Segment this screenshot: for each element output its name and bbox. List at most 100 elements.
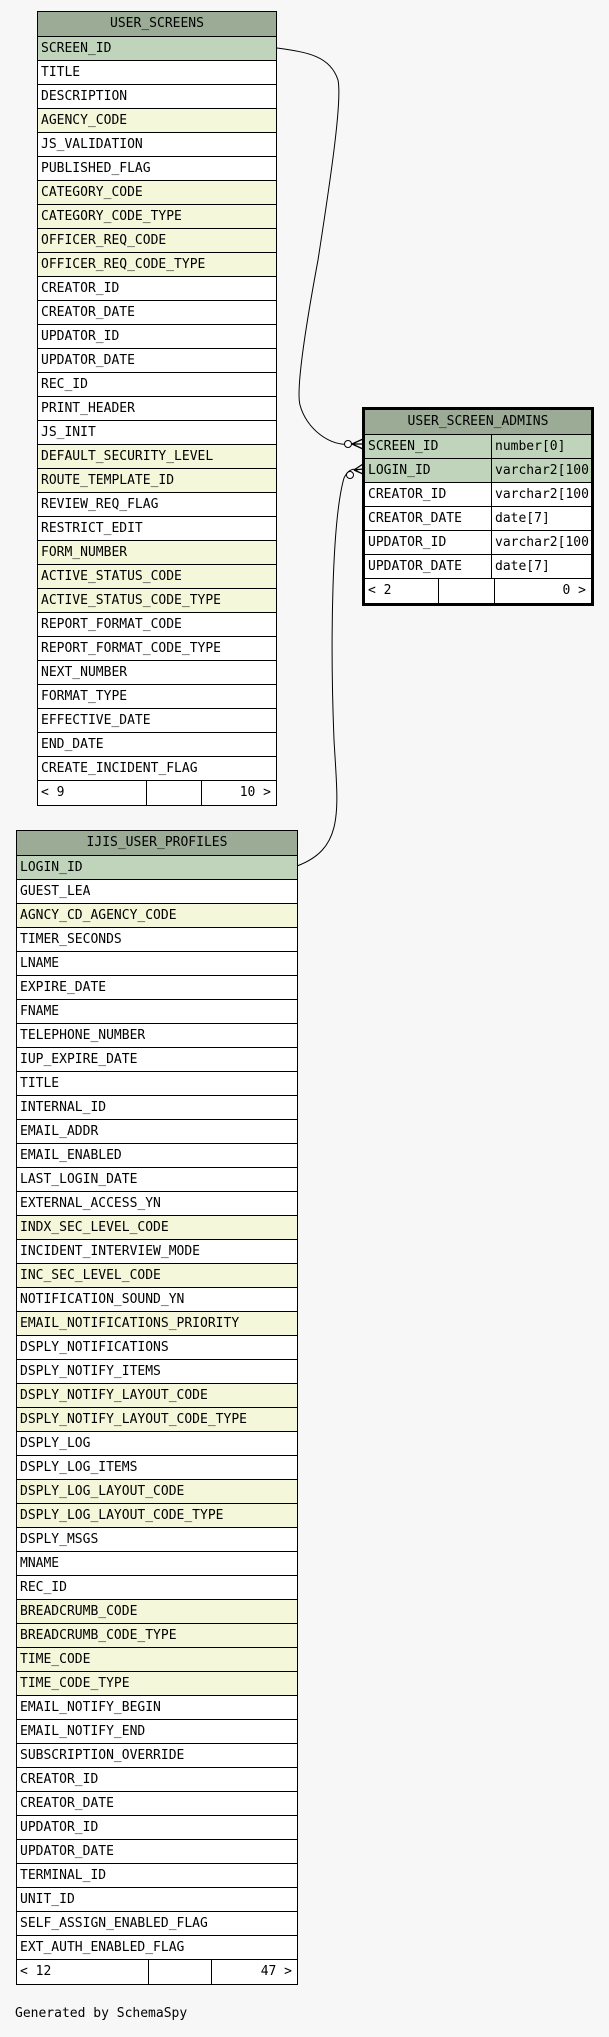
- column-row[interactable]: AGENCY_CODE: [38, 109, 276, 133]
- column-row[interactable]: CREATOR_ID: [38, 277, 276, 301]
- column-row[interactable]: EMAIL_NOTIFY_BEGIN: [17, 1696, 297, 1720]
- column-row[interactable]: PUBLISHED_FLAG: [38, 157, 276, 181]
- column-row[interactable]: FORM_NUMBER: [38, 541, 276, 565]
- column-row[interactable]: DESCRIPTION: [38, 85, 276, 109]
- column-row[interactable]: LAST_LOGIN_DATE: [17, 1168, 297, 1192]
- column-row[interactable]: OFFICER_REQ_CODE_TYPE: [38, 253, 276, 277]
- column-row[interactable]: ACTIVE_STATUS_CODE: [38, 565, 276, 589]
- column-row[interactable]: UPDATOR_DATE: [17, 1840, 297, 1864]
- crowfoot-marker-screen-id: [351, 438, 364, 450]
- column-row[interactable]: DEFAULT_SECURITY_LEVEL: [38, 445, 276, 469]
- column-row[interactable]: EXTERNAL_ACCESS_YN: [17, 1192, 297, 1216]
- column-row[interactable]: DSPLY_NOTIFY_LAYOUT_CODE_TYPE: [17, 1408, 297, 1432]
- column-row[interactable]: PRINT_HEADER: [38, 397, 276, 421]
- column-row[interactable]: LOGIN_ID: [17, 856, 297, 880]
- column-row[interactable]: CATEGORY_CODE_TYPE: [38, 205, 276, 229]
- column-row[interactable]: DSPLY_NOTIFY_LAYOUT_CODE: [17, 1384, 297, 1408]
- column-row[interactable]: INDX_SEC_LEVEL_CODE: [17, 1216, 297, 1240]
- column-row[interactable]: CREATE_INCIDENT_FLAG: [38, 757, 276, 781]
- column-row[interactable]: JS_INIT: [38, 421, 276, 445]
- column-row[interactable]: MNAME: [17, 1552, 297, 1576]
- column-name: INC_SEC_LEVEL_CODE: [20, 1268, 161, 1283]
- column-row[interactable]: RESTRICT_EDIT: [38, 517, 276, 541]
- column-row[interactable]: SELF_ASSIGN_ENABLED_FLAG: [17, 1912, 297, 1936]
- column-name: ACTIVE_STATUS_CODE_TYPE: [41, 593, 222, 608]
- child-count[interactable]: 47 >: [260, 1964, 292, 1979]
- column-row[interactable]: TIME_CODE: [17, 1648, 297, 1672]
- column-row[interactable]: FNAME: [17, 1000, 297, 1024]
- column-row[interactable]: NOTIFICATION_SOUND_YN: [17, 1288, 297, 1312]
- column-row[interactable]: NEXT_NUMBER: [38, 661, 276, 685]
- column-row[interactable]: TITLE: [17, 1072, 297, 1096]
- column-row[interactable]: TIME_CODE_TYPE: [17, 1672, 297, 1696]
- column-name: UPDATOR_DATE: [41, 353, 135, 368]
- column-row[interactable]: UNIT_ID: [17, 1888, 297, 1912]
- column-row[interactable]: BREADCRUMB_CODE_TYPE: [17, 1624, 297, 1648]
- column-row[interactable]: CREATOR_ID: [17, 1768, 297, 1792]
- parent-count[interactable]: < 9: [41, 785, 65, 800]
- column-row[interactable]: DSPLY_LOG_LAYOUT_CODE: [17, 1480, 297, 1504]
- column-row[interactable]: CREATOR_DATE: [17, 1792, 297, 1816]
- column-row[interactable]: EXT_AUTH_ENABLED_FLAG: [17, 1936, 297, 1960]
- column-row[interactable]: BREADCRUMB_CODE: [17, 1600, 297, 1624]
- parent-count[interactable]: < 12: [20, 1964, 52, 1979]
- column-row[interactable]: EXPIRE_DATE: [17, 976, 297, 1000]
- child-count[interactable]: 10 >: [239, 785, 271, 800]
- column-row[interactable]: TERMINAL_ID: [17, 1864, 297, 1888]
- column-row[interactable]: TELEPHONE_NUMBER: [17, 1024, 297, 1048]
- column-row[interactable]: UPDATOR_DATE: [38, 349, 276, 373]
- column-row[interactable]: EMAIL_NOTIFICATIONS_PRIORITY: [17, 1312, 297, 1336]
- column-row[interactable]: DSPLY_NOTIFY_ITEMS: [17, 1360, 297, 1384]
- column-row[interactable]: JS_VALIDATION: [38, 133, 276, 157]
- column-row[interactable]: EFFECTIVE_DATE: [38, 709, 276, 733]
- column-row[interactable]: LNAME: [17, 952, 297, 976]
- column-name: DSPLY_NOTIFY_ITEMS: [20, 1364, 161, 1379]
- column-row[interactable]: AGNCY_CD_AGENCY_CODE: [17, 904, 297, 928]
- column-name: DSPLY_LOG_LAYOUT_CODE_TYPE: [20, 1508, 224, 1523]
- column-row[interactable]: SCREEN_ID: [38, 37, 276, 61]
- column-row[interactable]: ACTIVE_STATUS_CODE_TYPE: [38, 589, 276, 613]
- column-row[interactable]: CREATOR_DATE: [38, 301, 276, 325]
- column-row[interactable]: OFFICER_REQ_CODE: [38, 229, 276, 253]
- column-row[interactable]: DSPLY_LOG_LAYOUT_CODE_TYPE: [17, 1504, 297, 1528]
- column-row[interactable]: REC_ID: [38, 373, 276, 397]
- parent-count[interactable]: < 2: [368, 583, 392, 598]
- column-row[interactable]: INCIDENT_INTERVIEW_MODE: [17, 1240, 297, 1264]
- column-row[interactable]: UPDATOR_ID: [38, 325, 276, 349]
- column-row[interactable]: REVIEW_REQ_FLAG: [38, 493, 276, 517]
- column-row[interactable]: GUEST_LEA: [17, 880, 297, 904]
- column-row[interactable]: REPORT_FORMAT_CODE_TYPE: [38, 637, 276, 661]
- column-row[interactable]: REPORT_FORMAT_CODE: [38, 613, 276, 637]
- column-row[interactable]: REC_ID: [17, 1576, 297, 1600]
- column-row[interactable]: UPDATOR_ID: [17, 1816, 297, 1840]
- child-count[interactable]: 0 >: [562, 583, 586, 598]
- column-row[interactable]: IUP_EXPIRE_DATE: [17, 1048, 297, 1072]
- column-row[interactable]: TITLE: [38, 61, 276, 85]
- column-row[interactable]: SUBSCRIPTION_OVERRIDE: [17, 1744, 297, 1768]
- column-row[interactable]: INTERNAL_ID: [17, 1096, 297, 1120]
- column-row[interactable]: CATEGORY_CODE: [38, 181, 276, 205]
- column-row[interactable]: FORMAT_TYPE: [38, 685, 276, 709]
- column-row[interactable]: INC_SEC_LEVEL_CODE: [17, 1264, 297, 1288]
- column-row[interactable]: END_DATE: [38, 733, 276, 757]
- column-row[interactable]: DSPLY_NOTIFICATIONS: [17, 1336, 297, 1360]
- column-row[interactable]: TIMER_SECONDS: [17, 928, 297, 952]
- column-row[interactable]: DSPLY_LOG: [17, 1432, 297, 1456]
- column-row[interactable]: ROUTE_TEMPLATE_ID: [38, 469, 276, 493]
- column-row[interactable]: EMAIL_NOTIFY_END: [17, 1720, 297, 1744]
- column-row[interactable]: EMAIL_ADDR: [17, 1120, 297, 1144]
- column-row[interactable]: DSPLY_LOG_ITEMS: [17, 1456, 297, 1480]
- column-row[interactable]: EMAIL_ENABLED: [17, 1144, 297, 1168]
- column-row[interactable]: DSPLY_MSGS: [17, 1528, 297, 1552]
- relationship-line-login-id: [296, 468, 359, 867]
